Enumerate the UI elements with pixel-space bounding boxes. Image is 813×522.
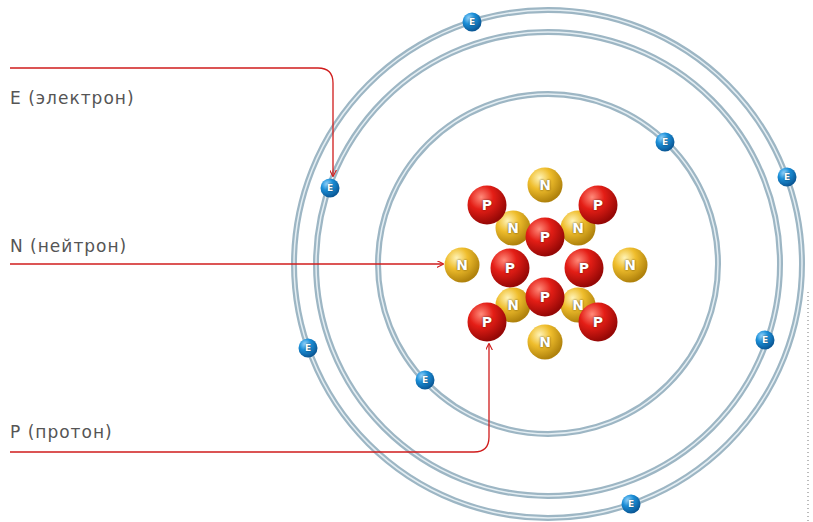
particle-letter: P: [540, 290, 550, 304]
leader-lines: [10, 68, 489, 452]
proton-ball: P: [578, 302, 618, 342]
particle-letter: P: [505, 261, 515, 275]
ball-circle: [321, 179, 340, 198]
particle-letter: N: [456, 258, 468, 272]
ball-circle: [656, 133, 675, 152]
ball-circle: [526, 218, 565, 257]
particle-letter: E: [628, 500, 634, 509]
proton-ball: P: [490, 248, 530, 288]
particle-letter: N: [507, 298, 519, 312]
particle-letter: N: [539, 335, 551, 349]
electron-ball: E: [415, 370, 435, 390]
ball-circle: [579, 186, 618, 225]
ball-circle: [565, 249, 604, 288]
particle-letter: E: [469, 18, 475, 27]
particle-letter: E: [662, 138, 668, 147]
ball-circle: [445, 248, 480, 283]
ball-circle: [468, 303, 507, 342]
particle-letter: N: [572, 221, 584, 235]
ball-circle: [463, 13, 482, 32]
proton-ball: P: [467, 185, 507, 225]
ball-circle: [756, 331, 775, 350]
neutron-ball: N: [527, 324, 563, 360]
particle-letter: E: [327, 184, 333, 193]
nucleus-gap: [540, 262, 549, 271]
proton-ball: P: [525, 277, 565, 317]
electron-ball: E: [755, 330, 775, 350]
particle-letter: E: [784, 173, 790, 182]
electron-ball: E: [320, 178, 340, 198]
ball-circle: [468, 186, 507, 225]
ball-circle: [526, 278, 565, 317]
leader-line: [10, 344, 489, 452]
particle-letter: P: [593, 198, 603, 212]
ball-circle: [491, 249, 530, 288]
particle-letter: P: [579, 261, 589, 275]
electron-ball: E: [655, 132, 675, 152]
proton-ball: P: [467, 302, 507, 342]
callout-label: E (электрон): [10, 88, 135, 108]
neutron-ball: N: [444, 247, 480, 283]
proton-ball: P: [578, 185, 618, 225]
particle-letter: E: [762, 336, 768, 345]
proton-ball: P: [564, 248, 604, 288]
dotted-guide: [808, 292, 809, 522]
particle-letter: N: [539, 178, 551, 192]
ball-circle: [528, 168, 563, 203]
neutron-ball: N: [612, 247, 648, 283]
electron-ball: E: [621, 494, 641, 514]
ball-circle: [778, 168, 797, 187]
ball-circle: [622, 495, 641, 514]
electron-ball: E: [298, 338, 318, 358]
particle-letter: P: [482, 315, 492, 329]
particle-letter: N: [572, 298, 584, 312]
callout-label: N (нейтрон): [10, 236, 127, 256]
leader-line: [10, 263, 443, 264]
callout-label: P (протон): [10, 422, 113, 442]
particle-letter: P: [482, 198, 492, 212]
ball-circle: [528, 325, 563, 360]
neutron-ball: N: [527, 167, 563, 203]
particle-letter: N: [507, 221, 519, 235]
ball-circle: [416, 371, 435, 390]
particle-letter: E: [305, 344, 311, 353]
electron-ball: E: [462, 12, 482, 32]
leader-line: [10, 68, 333, 176]
electron-ball: E: [777, 167, 797, 187]
ball-circle: [579, 303, 618, 342]
particle-letter: P: [593, 315, 603, 329]
ball-circle: [299, 339, 318, 358]
proton-ball: P: [525, 217, 565, 257]
particle-letter: N: [624, 258, 636, 272]
particle-letter: E: [422, 376, 428, 385]
particle-letter: P: [540, 230, 550, 244]
ball-circle: [613, 248, 648, 283]
